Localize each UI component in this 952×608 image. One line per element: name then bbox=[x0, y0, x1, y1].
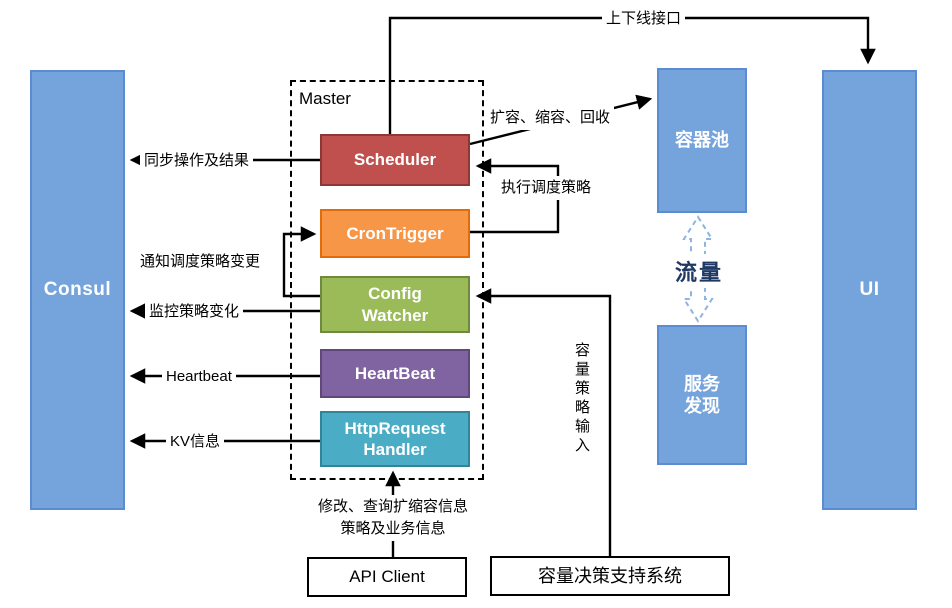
node-consul: Consul bbox=[30, 70, 125, 510]
arrow-capacity-policy-input bbox=[475, 288, 612, 556]
master-group-title: Master bbox=[299, 89, 351, 108]
node-container-pool: 容器池 bbox=[657, 68, 747, 213]
node-cron-trigger: CronTrigger bbox=[320, 209, 470, 258]
node-api-client: API Client bbox=[307, 557, 467, 597]
edge-label-notify-policy-change: 通知调度策略变更 bbox=[136, 250, 265, 274]
edge-label-execute-schedule-policy: 执行调度策略 bbox=[497, 176, 596, 200]
node-heartbeat: HeartBeat bbox=[320, 349, 470, 398]
edge-label-capacity-policy-input: 容量策略输入 bbox=[570, 340, 593, 458]
node-config-watcher: Config Watcher bbox=[320, 276, 470, 333]
edge-label-heartbeat: Heartbeat bbox=[162, 365, 236, 389]
edge-label-modify-query-info: 修改、查询扩缩容信息 策略及业务信息 bbox=[293, 495, 493, 541]
node-scheduler: Scheduler bbox=[320, 134, 470, 186]
edge-label-scale-recycle: 扩容、缩容、回收 bbox=[486, 106, 615, 130]
edge-label-monitor-policy-change: 监控策略变化 bbox=[145, 300, 244, 324]
edge-label-kv-info: KV信息 bbox=[166, 430, 225, 454]
edge-label-traffic: 流量 bbox=[672, 254, 727, 288]
node-service-discovery: 服务 发现 bbox=[657, 325, 747, 465]
node-ui: UI bbox=[822, 70, 917, 510]
node-http-request-handler: HttpRequest Handler bbox=[320, 411, 470, 467]
node-capacity-decision-system: 容量决策支持系统 bbox=[490, 556, 730, 596]
edge-label-online-offline-interface: 上下线接口 bbox=[602, 7, 686, 31]
traffic-double-arrow bbox=[682, 215, 714, 323]
edge-label-sync-ops-results: 同步操作及结果 bbox=[140, 149, 254, 173]
arrow-notify-policy-change bbox=[282, 226, 320, 298]
